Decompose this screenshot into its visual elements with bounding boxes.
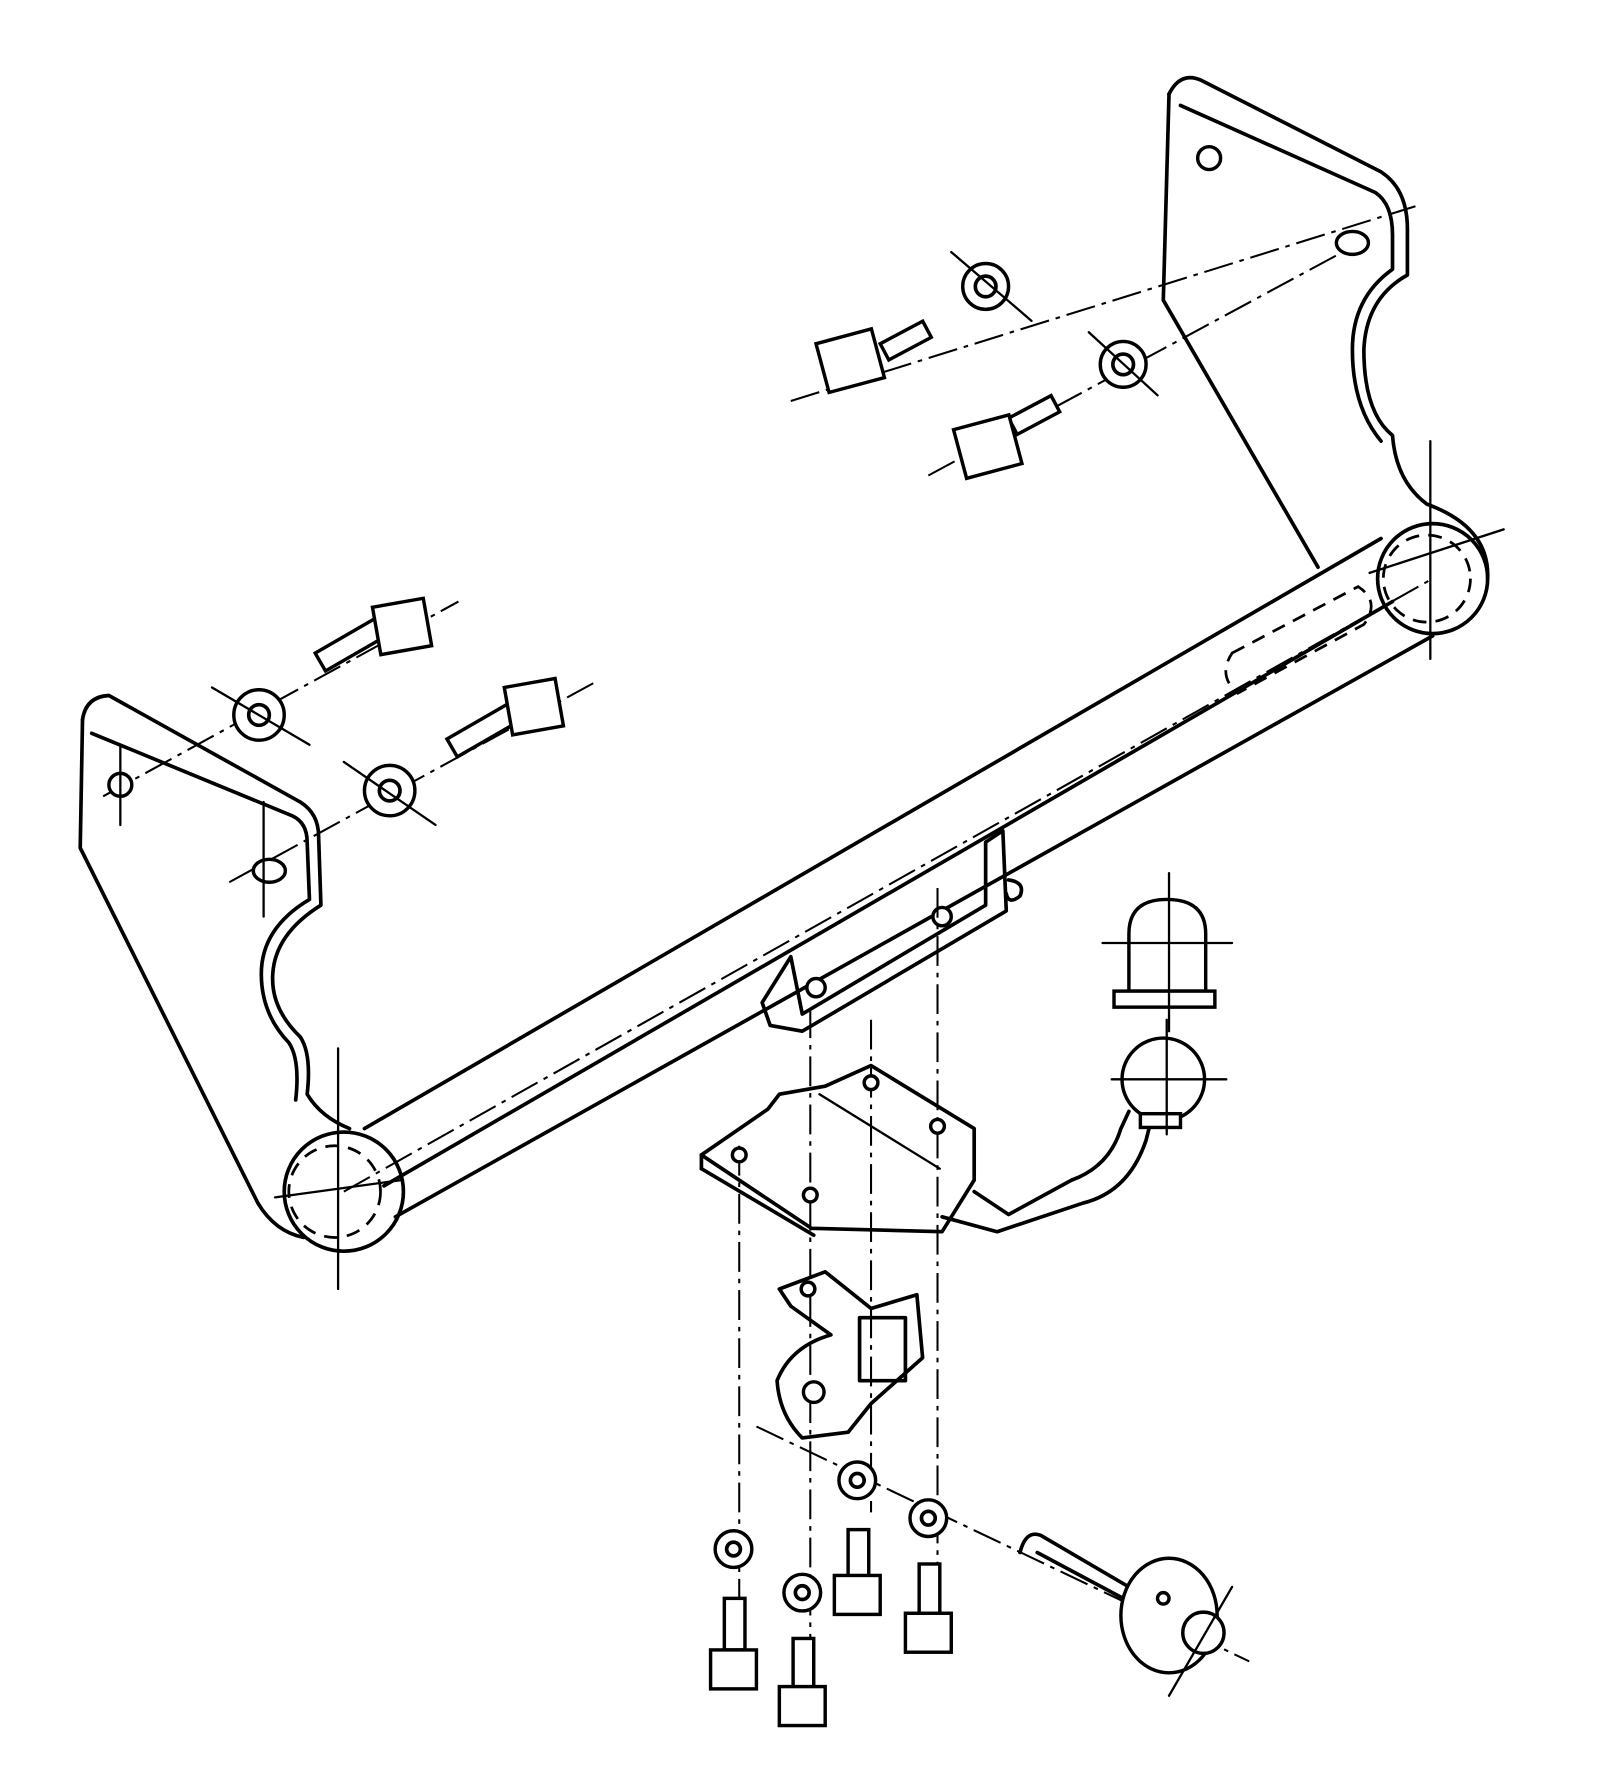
cross-tube [343, 536, 1435, 1219]
left-bolt-set [102, 596, 597, 918]
electrical-socket [1018, 1532, 1234, 1697]
tow-ball [1110, 1018, 1228, 1136]
lower-bolt-set [708, 1460, 953, 1728]
right-bolt-set [790, 144, 1416, 481]
left-mounting-plate [78, 693, 406, 1291]
right-mounting-plate [1161, 75, 1505, 660]
ball-carrier [699, 1063, 1154, 1237]
centre-bracket [760, 828, 1024, 1034]
ball-cap [1101, 871, 1234, 1033]
socket-bracket [775, 1269, 925, 1440]
